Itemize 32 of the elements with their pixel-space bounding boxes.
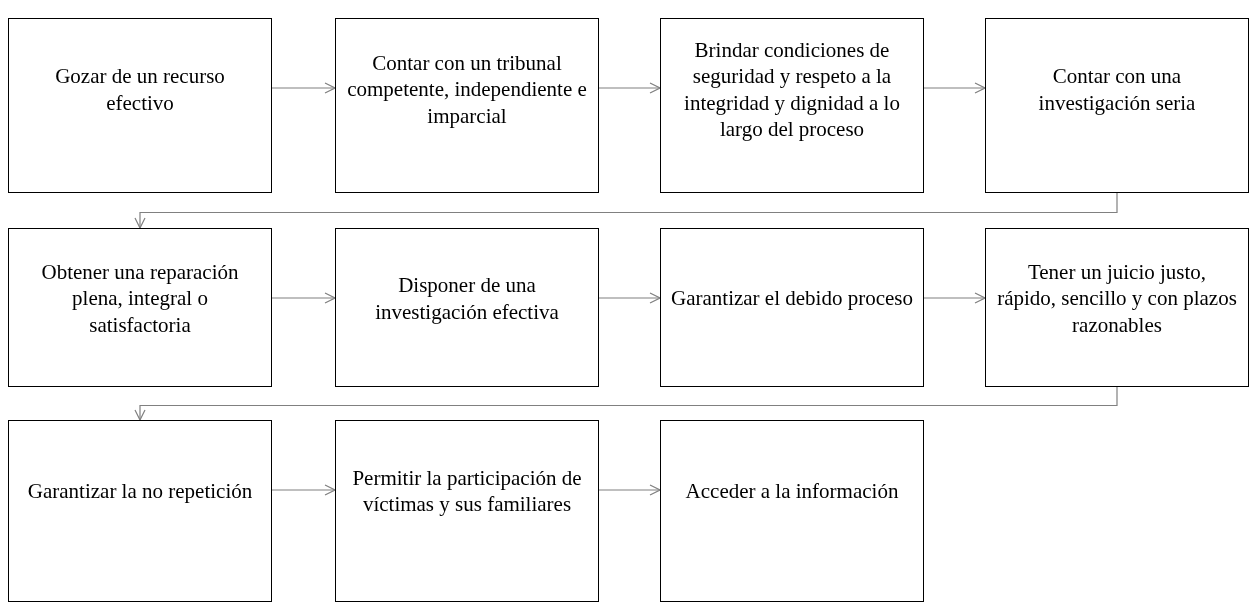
arrow (598, 82, 661, 94)
arrow (271, 82, 336, 94)
arrow (134, 192, 1118, 229)
box-label: Permitir la participación de víctimas y sus familiares (351, 464, 583, 518)
process-box (985, 228, 1249, 387)
arrow (598, 484, 661, 496)
box-label: Garantizar la no repetición (27, 477, 253, 505)
box-label: Gozar de un recurso efectivo (54, 63, 226, 116)
arrow (134, 386, 1118, 421)
box-label: Obtener una reparación plena, integral o satisfactoria (40, 259, 240, 338)
process-box (660, 228, 924, 387)
process-box (335, 420, 599, 602)
process-box (660, 18, 924, 193)
process-box (8, 18, 272, 193)
process-box (8, 420, 272, 602)
arrow (271, 292, 336, 304)
arrow (923, 82, 986, 94)
process-box (985, 18, 1249, 193)
box-label: Garantizar el debido proceso (671, 285, 913, 312)
arrow (271, 484, 336, 496)
box-label: Contar con un tribunal competente, independiente e imparcial (346, 50, 588, 129)
box-label: Contar con una investigación seria (1037, 63, 1197, 116)
process-box (660, 420, 924, 602)
box-label: Tener un juicio justo, rápido, sencillo y con plazos razonables (996, 259, 1238, 338)
box-label: Brindar condiciones de seguridad y respeto a la integridad y dignidad a lo largo del proceso (683, 37, 901, 142)
arrow (598, 292, 661, 304)
process-box (335, 18, 599, 193)
box-label: Acceder a la información (685, 477, 899, 505)
process-box (8, 228, 272, 387)
box-label: Disponer de una investigación efectiva (374, 272, 560, 325)
process-box (335, 228, 599, 387)
arrow (923, 292, 986, 304)
